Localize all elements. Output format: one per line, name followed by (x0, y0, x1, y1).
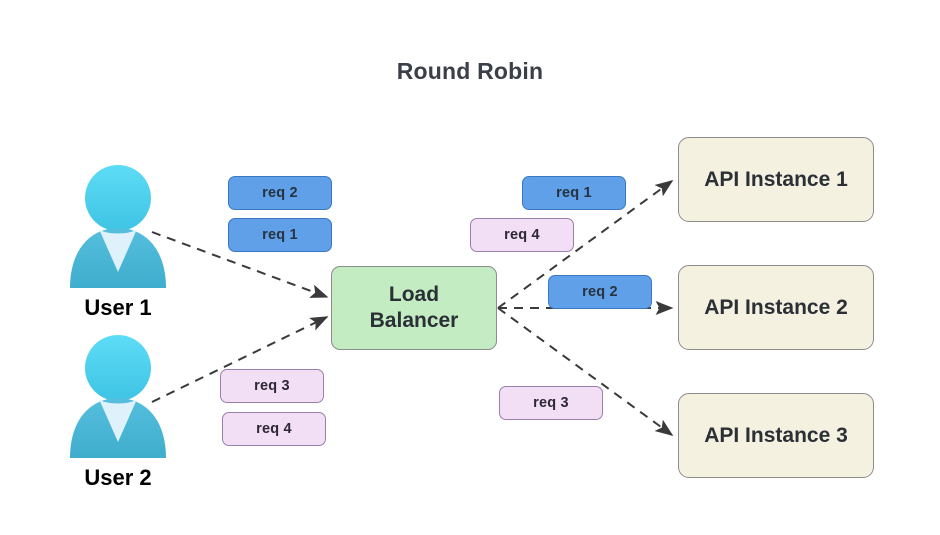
user-2-label: User 2 (84, 465, 152, 490)
chip-incoming-user1-req2: req 2 (228, 176, 332, 210)
chip-outgoing-req3: req 3 (499, 386, 603, 420)
node-load-balancer[interactable]: Load Balancer (331, 266, 497, 350)
chip-outgoing-req2: req 2 (548, 275, 652, 309)
chip-incoming-user2-req3: req 3 (220, 369, 324, 403)
user-2-avatar (70, 335, 166, 458)
load-balancer-label-line2: Balancer (369, 309, 459, 332)
chip-outgoing-req4: req 4 (470, 218, 574, 252)
chip-outgoing-req1: req 1 (522, 176, 626, 210)
load-balancer-label-line1: Load (388, 283, 440, 307)
node-api-instance-3[interactable]: API Instance 3 (678, 393, 874, 478)
node-api-instance-1[interactable]: API Instance 1 (678, 137, 874, 222)
user-1-label: User 1 (84, 295, 152, 320)
node-api-instance-2[interactable]: API Instance 2 (678, 265, 874, 350)
chip-incoming-user2-req4: req 4 (222, 412, 326, 446)
chip-incoming-user1-req1: req 1 (228, 218, 332, 252)
page-title: Round Robin (396, 58, 544, 84)
user-1-avatar (70, 165, 166, 288)
